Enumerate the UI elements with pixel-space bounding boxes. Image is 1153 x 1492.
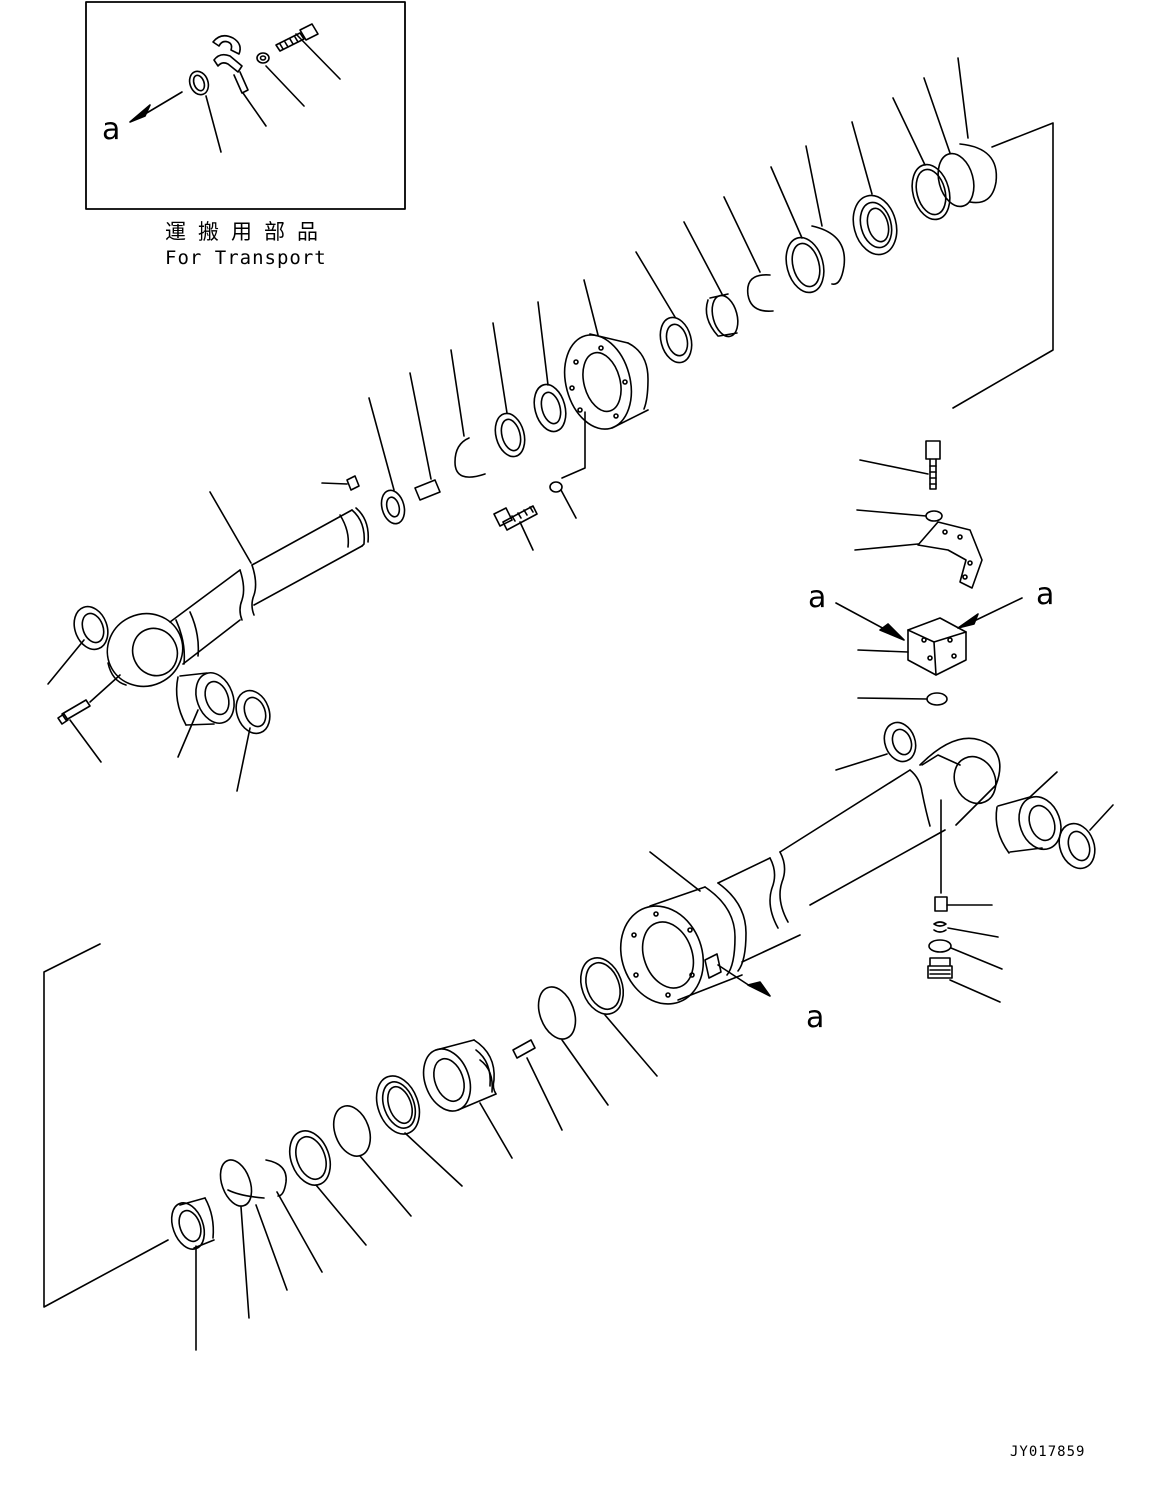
transport-inset — [86, 2, 405, 209]
check-valve-parts — [928, 897, 1002, 1002]
inset-title-japanese: 運搬用部品 — [165, 220, 330, 244]
piston-rod — [48, 492, 368, 791]
cylinder-tube — [607, 738, 1003, 1015]
cylinder-head — [494, 280, 648, 550]
pipe-bracket-group — [836, 441, 1113, 893]
view-label-a-left: a — [808, 580, 827, 615]
rod-small-parts — [322, 302, 571, 526]
assembly-bracket-lines — [44, 123, 1053, 1307]
piston-parts — [166, 952, 657, 1350]
head-seals — [636, 58, 996, 366]
view-label-a-right: a — [1036, 577, 1055, 612]
view-label-a-tube: a — [806, 1000, 825, 1035]
inset-ref-label: a — [102, 112, 121, 147]
drawing-code: JY017859 — [1010, 1444, 1086, 1460]
inset-title-english: For Transport — [165, 247, 327, 269]
